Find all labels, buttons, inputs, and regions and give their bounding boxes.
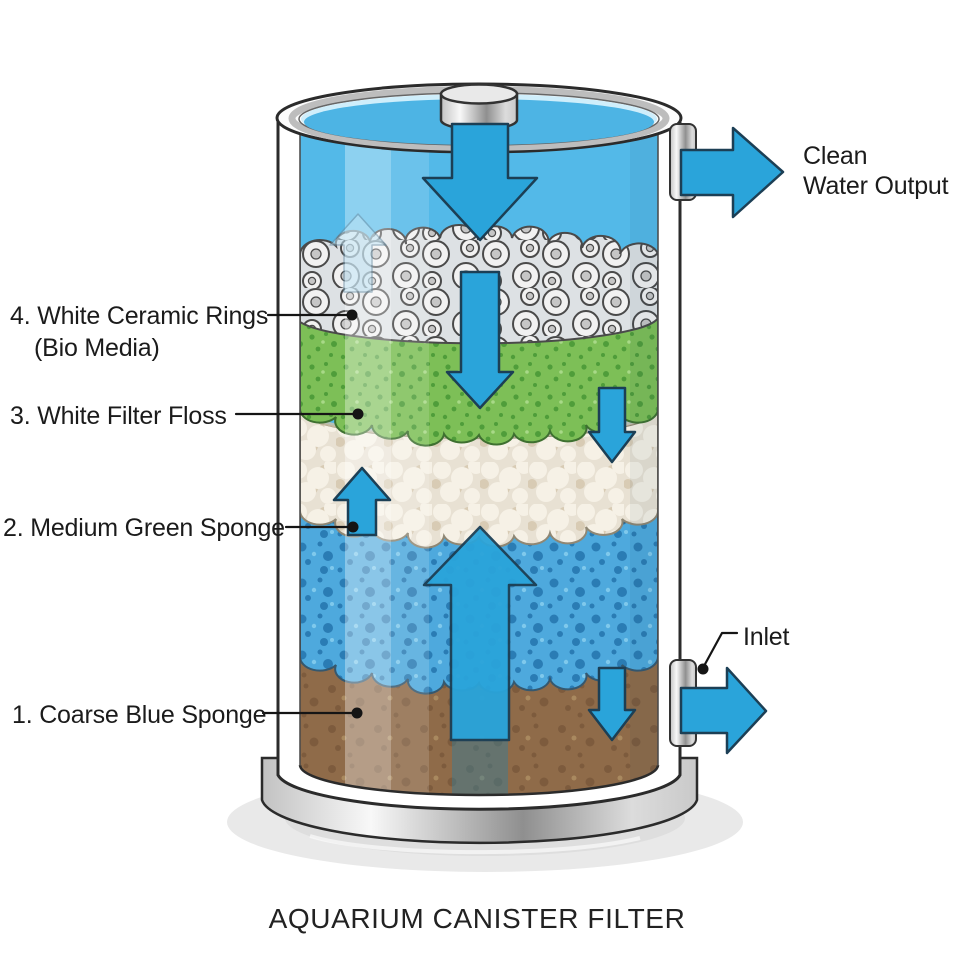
main-up-flow-arrow-icon xyxy=(422,525,538,742)
label-layer2: 2. Medium Green Sponge xyxy=(3,514,285,542)
bottom-down-flow-arrow-icon xyxy=(587,666,637,742)
inlet-arrow-icon xyxy=(679,666,768,755)
diagram-title: AQUARIUM CANISTER FILTER xyxy=(268,903,686,934)
right-down-flow-arrow-icon xyxy=(587,386,637,464)
label-inlet: Inlet xyxy=(743,623,790,651)
label-layer4-line1: 4. White Ceramic Rings xyxy=(10,302,269,330)
leader-lines xyxy=(234,309,739,719)
faint-up-flow-arrow-icon xyxy=(329,213,387,293)
media-down-flow-arrow-icon xyxy=(445,270,515,410)
glass-highlight-soft xyxy=(391,128,429,795)
left-up-flow-arrow-icon xyxy=(332,466,392,537)
label-clean-water-output: Clean Water Output xyxy=(803,141,949,201)
glass-edges xyxy=(276,118,682,811)
clean-water-output-arrow-icon xyxy=(679,126,785,219)
inflow-down-arrow-icon xyxy=(421,122,539,242)
label-output-line1: Clean xyxy=(803,142,868,170)
label-layer4-line2: (Bio Media) xyxy=(34,334,160,362)
glass-shade xyxy=(630,128,658,795)
label-layer1: 1. Coarse Blue Sponge xyxy=(12,701,267,729)
label-layer3: 3. White Filter Floss xyxy=(10,402,227,430)
label-layer4: 4. White Ceramic Rings (Bio Media) xyxy=(10,300,268,364)
label-output-line2: Water Output xyxy=(803,172,949,200)
